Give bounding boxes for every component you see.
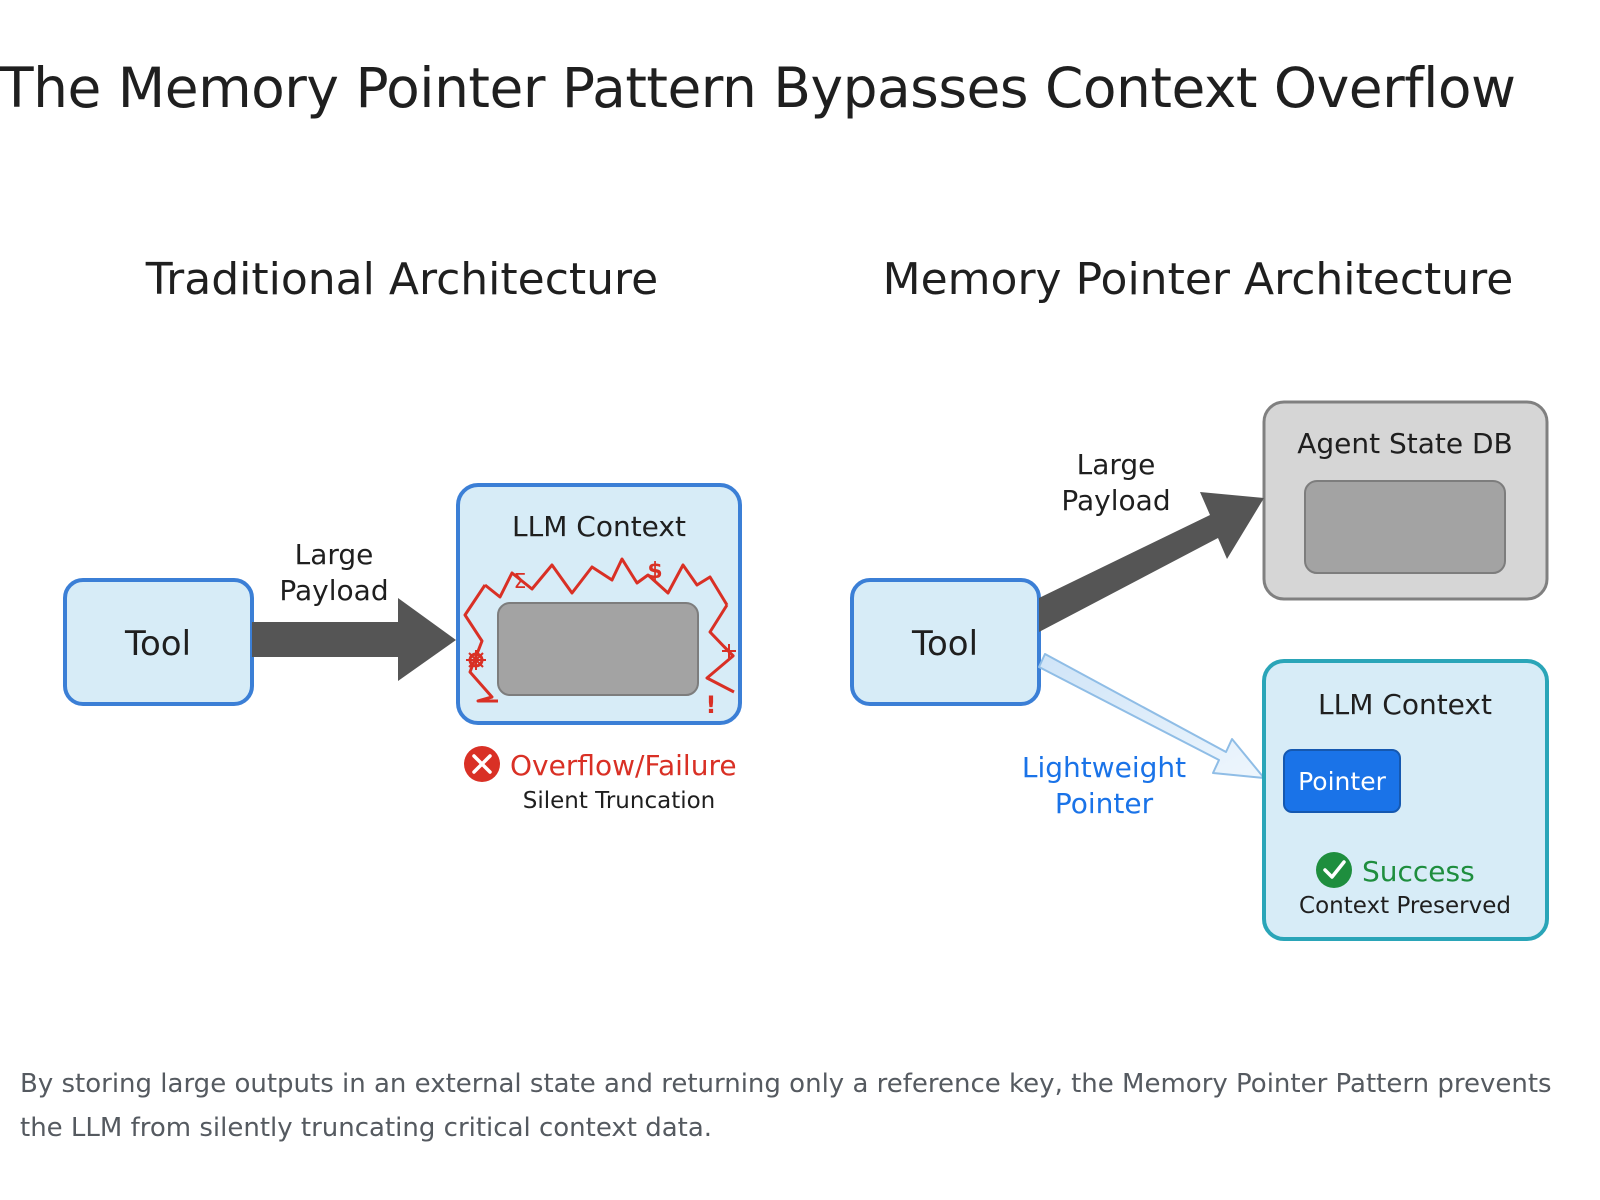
pointer-arch-large-payload-arrow	[1039, 492, 1264, 632]
lightweight-pointer-arrow	[1038, 653, 1265, 779]
pointer-arch-status-sub: Context Preserved	[1299, 893, 1511, 919]
overflow-spark-icon	[722, 644, 736, 658]
pointer-arch-llm-context-label: LLM Context	[1318, 688, 1492, 721]
pointer-chip-label: Pointer	[1298, 767, 1386, 796]
traditional-status-label: Overflow/Failure	[510, 749, 737, 782]
pointer-arch-heading: Memory Pointer Architecture	[883, 254, 1514, 305]
overflow-dollar-glyph: $	[647, 559, 662, 584]
traditional-large-payload-arrow	[252, 598, 456, 681]
figure-caption: By storing large outputs in an external …	[20, 1069, 1552, 1143]
pointer-arch-tool-box	[850, 578, 1041, 706]
traditional-context-content-block	[497, 602, 699, 696]
pointer-arch-status-label: Success	[1362, 855, 1475, 888]
traditional-architecture-panel: Traditional Architecture Tool Large Payl…	[63, 254, 742, 814]
error-x-icon	[464, 746, 500, 782]
overflow-zigzag-top-icon	[484, 557, 729, 606]
success-check-icon	[1316, 852, 1352, 888]
pointer-arch-payload-label-line1: Large	[1077, 448, 1156, 481]
pointer-arch-tool-label: Tool	[911, 624, 978, 664]
traditional-llm-context-label: LLM Context	[512, 510, 686, 543]
traditional-heading: Traditional Architecture	[145, 254, 658, 305]
page-title: The Memory Pointer Pattern Bypasses Cont…	[0, 56, 1516, 120]
overflow-sigma-glyph: Σ	[514, 569, 527, 593]
agent-state-db-content-block	[1304, 480, 1506, 574]
overflow-zigzag-left-icon	[463, 584, 498, 703]
traditional-payload-label-line2: Payload	[279, 574, 388, 607]
lightweight-pointer-label-line1: Lightweight	[1022, 751, 1186, 784]
pointer-chip	[1283, 749, 1401, 813]
agent-state-db-label: Agent State DB	[1297, 427, 1513, 460]
lightweight-pointer-label-line2: Pointer	[1055, 787, 1154, 820]
overflow-exclaim-glyph: !	[706, 691, 717, 719]
overflow-gear-icon	[466, 650, 486, 670]
pointer-arch-payload-label-line2: Payload	[1061, 484, 1170, 517]
traditional-payload-label-line1: Large	[295, 538, 374, 571]
memory-pointer-architecture-panel: Memory Pointer Architecture Agent State …	[850, 254, 1549, 941]
traditional-status-sub: Silent Truncation	[523, 788, 716, 814]
traditional-tool-label: Tool	[124, 624, 191, 664]
